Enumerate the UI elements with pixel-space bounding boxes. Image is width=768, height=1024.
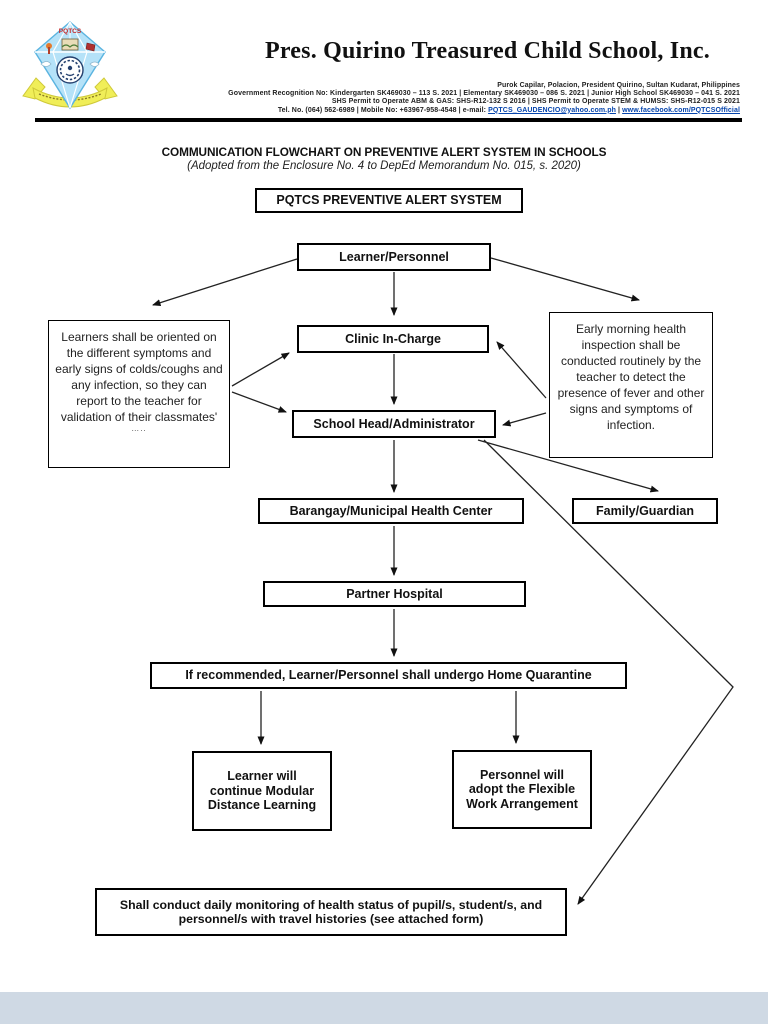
email-link[interactable]: PQTCS_GAUDENCIO@yahoo.com.ph <box>488 106 616 114</box>
address-line: Purok Capilar, Polacion, President Quiri… <box>497 82 740 89</box>
node-system-title: PQTCS PREVENTIVE ALERT SYSTEM <box>255 188 523 213</box>
node-school-head: School Head/Administrator <box>292 410 496 438</box>
permit-line: SHS Permit to Operate ABM & GAS: SHS-R12… <box>331 98 740 106</box>
facebook-link[interactable]: www.facebook.com/PQTCSOfficial <box>622 106 740 114</box>
node-learner-personnel: Learner/Personnel <box>297 243 491 271</box>
recognition-line: Government Recognition No: Kindergarten … <box>228 90 740 98</box>
school-name: Pres. Quirino Treasured Child School, In… <box>265 38 710 64</box>
contact-separator: | <box>615 106 623 114</box>
note-left-text: Learners shall be oriented on the differ… <box>55 330 223 424</box>
school-logo-icon: PQTCS <box>22 21 118 110</box>
page-gap-strip <box>0 992 768 1024</box>
node-clinic-in-charge: Clinic In-Charge <box>297 325 489 353</box>
node-learner-outcome: Learner will continue Modular Distance L… <box>192 751 332 831</box>
node-home-quarantine: If recommended, Learner/Personnel shall … <box>150 662 627 689</box>
contact-prefix: Tel. No. (064) 562-6989 | Mobile No: +63… <box>277 106 489 114</box>
node-health-center: Barangay/Municipal Health Center <box>258 498 524 524</box>
node-partner-hospital: Partner Hospital <box>263 581 526 607</box>
page-title: COMMUNICATION FLOWCHART ON PREVENTIVE AL… <box>161 145 607 159</box>
contact-line: Tel. No. (064) 562-6989 | Mobile No: +63… <box>120 107 740 115</box>
note-learner-orientation: Learners shall be oriented on the differ… <box>48 320 230 468</box>
node-daily-monitoring: Shall conduct daily monitoring of health… <box>95 888 567 936</box>
page-subtitle: (Adopted from the Enclosure No. 4 to Dep… <box>187 160 581 172</box>
logo-acronym-text: PQTCS <box>59 28 82 35</box>
note-left-ellipsis: ….. <box>131 424 147 433</box>
node-personnel-outcome: Personnel will adopt the Flexible Work A… <box>452 750 592 829</box>
node-family-guardian: Family/Guardian <box>572 498 718 524</box>
header-contact-block: Purok Capilar, Polacion, President Quiri… <box>120 82 740 115</box>
note-morning-inspection: Early morning health inspection shall be… <box>549 312 713 458</box>
header-divider <box>35 118 742 122</box>
